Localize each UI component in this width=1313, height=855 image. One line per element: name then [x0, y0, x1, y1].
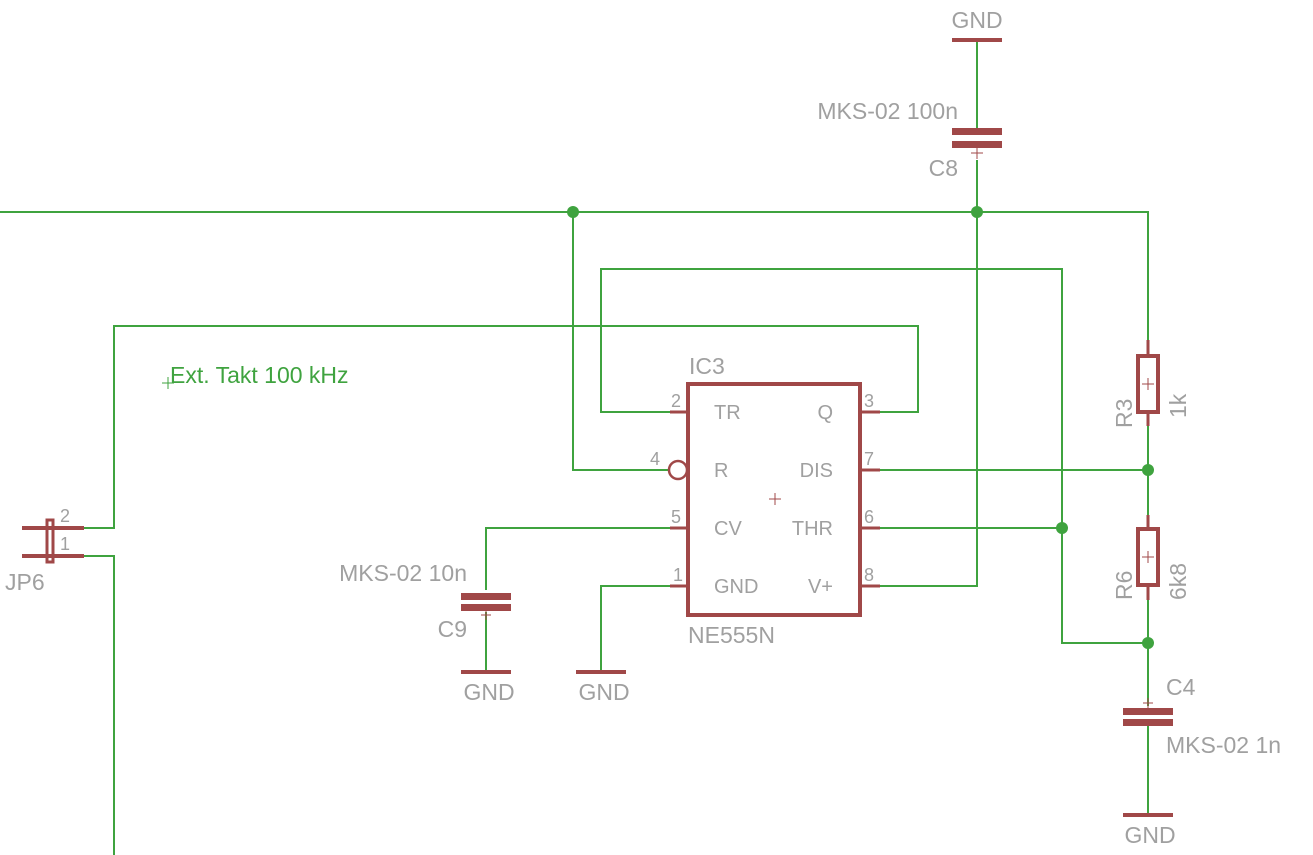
- ic-name-label: IC3: [689, 353, 725, 379]
- ic-pin2-name: TR: [714, 402, 741, 424]
- ic-pin4-number: 4: [650, 449, 660, 469]
- jp6-pin1-label: 1: [60, 534, 70, 554]
- c4-value-label: MKS-02 1n: [1166, 732, 1281, 758]
- r6-name-label: R6: [1111, 571, 1137, 600]
- c8-name-label: C8: [929, 155, 958, 181]
- ic-pin3-number: 3: [864, 391, 874, 411]
- c9-name-label: C9: [438, 616, 467, 642]
- wires: [0, 40, 1149, 855]
- c4-name-label: C4: [1166, 674, 1196, 700]
- junction-dot: [971, 206, 983, 218]
- ic-pin6-number: 6: [864, 507, 874, 527]
- r6-value-label: 6k8: [1165, 563, 1191, 600]
- ic-value-label: NE555N: [688, 622, 775, 648]
- gnd-c9-label: GND: [463, 679, 514, 705]
- ic-pin1-number: 1: [673, 565, 683, 585]
- capacitor-c8: MKS-02 100n C8: [817, 98, 1002, 181]
- jumper-jp6: 2 1 JP6: [5, 506, 84, 595]
- gnd-ic-label: GND: [578, 679, 629, 705]
- resistor-r6: R6 6k8: [1111, 515, 1191, 600]
- wire-supply-rail: [0, 211, 1149, 352]
- gnd-symbol-top: GND: [951, 7, 1003, 42]
- gnd-top-label: GND: [951, 7, 1002, 33]
- ic-pin5-number: 5: [671, 507, 681, 527]
- ic-ne555: IC3 NE555N 2 TR 4 R 5 CV 1 GND 3 Q 7 DIS…: [650, 353, 880, 648]
- wire-jp6-pin1: [84, 555, 115, 855]
- net-label-ext-takt: Ext. Takt 100 kHz: [162, 362, 349, 389]
- wire-output: [84, 325, 919, 529]
- gnd-symbol-ic: GND: [576, 670, 630, 705]
- wire-trigger: [600, 268, 1148, 644]
- wire-v-plus: [880, 212, 978, 587]
- ic-pin4-name: R: [714, 460, 728, 482]
- c9-value-label: MKS-02 10n: [339, 560, 467, 586]
- gnd-symbol-c9: GND: [461, 670, 515, 705]
- resistor-r3: R3 1k: [1111, 340, 1191, 428]
- c8-value-label: MKS-02 100n: [817, 98, 958, 124]
- wire-control-voltage: [485, 527, 670, 590]
- wire-reset: [572, 212, 668, 471]
- junction-dot: [1142, 637, 1154, 649]
- ic-pin8-name: V+: [808, 576, 833, 598]
- ic-pin2-number: 2: [671, 391, 681, 411]
- ic-pin7-number: 7: [864, 449, 874, 469]
- r3-value-label: 1k: [1165, 393, 1191, 418]
- capacitor-c9: MKS-02 10n C9: [339, 560, 511, 642]
- ic-pin7-name: DIS: [800, 460, 833, 482]
- junction-dot: [1056, 522, 1068, 534]
- jp6-name-label: JP6: [5, 569, 45, 595]
- wire-ic-gnd: [600, 585, 670, 672]
- junctions: [567, 206, 1154, 649]
- gnd-symbol-c4: GND: [1123, 813, 1176, 848]
- ic-pin1-name: GND: [714, 576, 758, 598]
- jp6-pin2-label: 2: [60, 506, 70, 526]
- junction-dot: [567, 206, 579, 218]
- ic-pin5-name: CV: [714, 518, 742, 540]
- gnd-c4-label: GND: [1124, 822, 1175, 848]
- capacitor-c4: C4 MKS-02 1n: [1123, 674, 1281, 758]
- net-label-text: Ext. Takt 100 kHz: [170, 362, 349, 388]
- junction-dot: [1142, 464, 1154, 476]
- ic-pin8-number: 8: [864, 565, 874, 585]
- r3-name-label: R3: [1111, 399, 1137, 428]
- ic-pin3-name: Q: [817, 402, 833, 424]
- ic-pin6-name: THR: [792, 518, 833, 540]
